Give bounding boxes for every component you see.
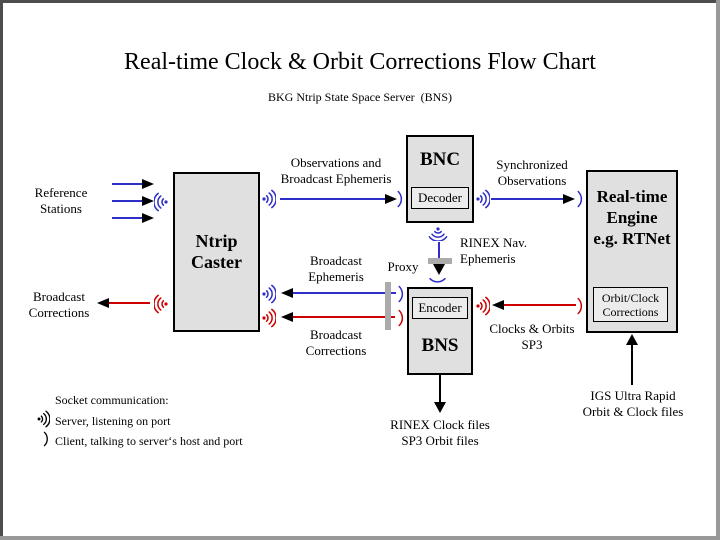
socket-server-icon (262, 284, 277, 304)
clocks-orbits-label: Clocks & Orbits SP3 (489, 321, 575, 352)
broadcast-ephemeris-label: Broadcast Ephemeris (308, 253, 364, 284)
page-title: Real-time Clock & Orbit Corrections Flow… (124, 49, 596, 75)
proxy-bar-vertical (385, 282, 391, 330)
proxy-bar-horizontal (428, 258, 452, 264)
realtime-engine-label: Real-time Engine e.g. RTNet (593, 187, 671, 248)
frame-edge-bottom (0, 536, 720, 540)
socket-server-icon (153, 192, 168, 212)
legend-heading: Socket communication: (55, 393, 169, 407)
socket-server-icon (476, 296, 491, 316)
bnc-label: BNC (419, 149, 461, 170)
socket-client-icon (429, 272, 446, 290)
socket-server-icon (476, 189, 491, 209)
socket-client-icon (43, 431, 50, 447)
socket-server-icon (153, 294, 168, 314)
decoder-label: Decoder (417, 190, 463, 205)
encoder-box: Encoder (412, 297, 468, 319)
socket-client-icon (577, 297, 584, 315)
legend-client-text: Client, talking to server‘s host and por… (55, 434, 243, 448)
broadcast-corrections-mid-label: Broadcast Corrections (305, 327, 367, 358)
rinex-clock-files-label: RINEX Clock files SP3 Orbit files (390, 417, 490, 448)
proxy-label: Proxy (387, 259, 419, 274)
socket-client-icon (398, 309, 405, 327)
broadcast-corrections-left-label: Broadcast Corrections (28, 289, 90, 320)
frame-edge-right (716, 0, 720, 540)
reference-stations-label: Reference Stations (34, 185, 88, 216)
legend-server-text: Server, listening on port (55, 414, 171, 428)
ntrip-caster-box: Ntrip Caster (173, 172, 260, 332)
igs-ultra-rapid-label: IGS Ultra Rapid Orbit & Clock files (582, 388, 684, 419)
decoder-box: Decoder (411, 187, 469, 209)
bnc-box: BNC (406, 135, 474, 223)
bns-label: BNS (421, 335, 459, 356)
orbit-clock-corrections-label: Orbit/Clock Corrections (601, 290, 660, 319)
socket-client-icon (398, 285, 405, 303)
frame-edge-top (0, 0, 720, 3)
socket-server-icon (37, 410, 51, 428)
encoder-label: Encoder (418, 300, 462, 315)
socket-client-icon (577, 190, 584, 208)
socket-server-icon (428, 224, 448, 244)
rinex-nav-label: RINEX Nav. Ephemeris (460, 235, 528, 266)
frame-edge-left (0, 0, 3, 540)
socket-server-icon (262, 308, 277, 328)
observations-label: Observations and Broadcast Ephemeris (280, 155, 392, 186)
orbit-clock-corrections-box: Orbit/Clock Corrections (593, 287, 668, 322)
socket-server-icon (262, 189, 277, 209)
socket-client-icon (397, 190, 404, 208)
ntrip-caster-label: Ntrip Caster (191, 231, 242, 272)
synchronized-observations-label: Synchronized Observations (496, 157, 568, 188)
page-subtitle: BKG Ntrip State Space Server (BNS) (268, 90, 452, 104)
